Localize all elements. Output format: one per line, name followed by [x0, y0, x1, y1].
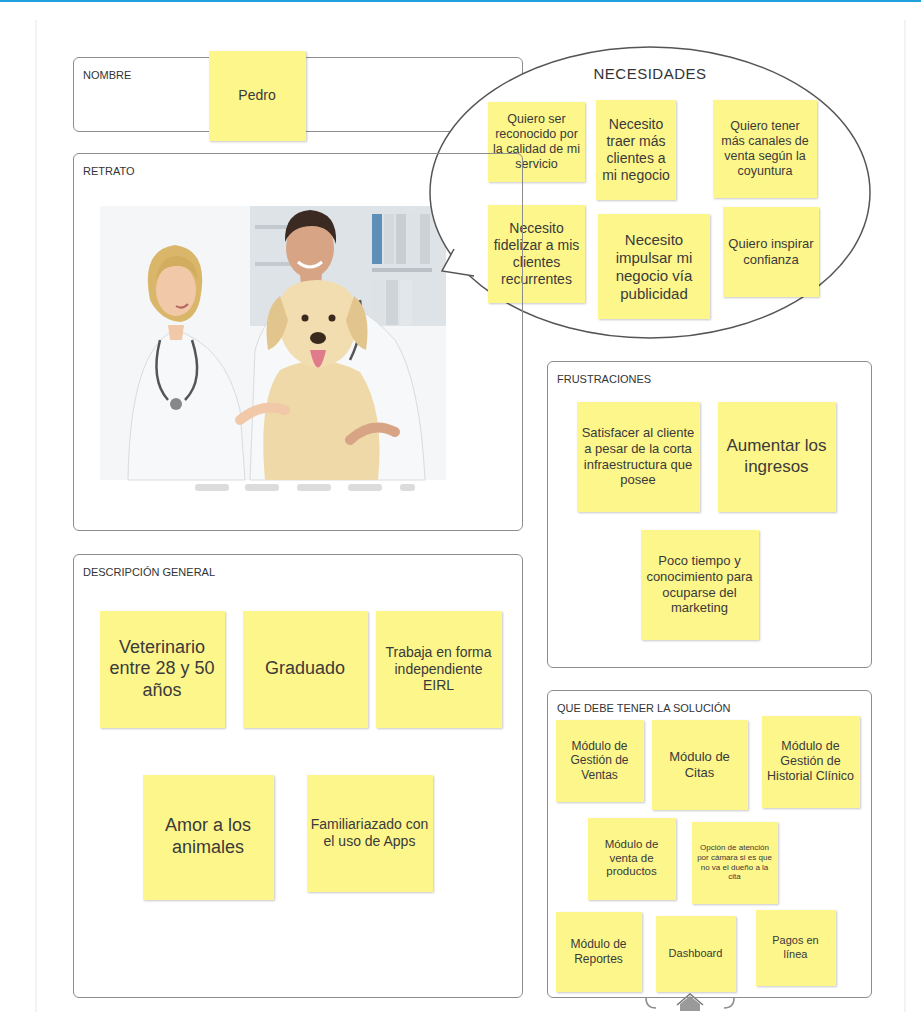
- sticky-text: Trabaja en forma independiente EIRL: [380, 644, 498, 694]
- sticky-text: Quiero tener más canales de venta según …: [717, 119, 813, 179]
- panel-title: RETRATO: [83, 165, 135, 177]
- sticky-note: Poco tiempo y conocimiento para ocuparse…: [641, 530, 759, 640]
- portrait-photo: [100, 206, 446, 491]
- sticky-text: Graduado: [265, 658, 345, 680]
- sticky-note: Necesito fidelizar a mis clientes recurr…: [488, 205, 585, 303]
- sticky-note: Opción de atención por cámara si es que …: [692, 822, 778, 904]
- panel-title: NECESIDADES: [428, 65, 872, 82]
- sticky-text: Opción de atención por cámara si es que …: [696, 843, 774, 881]
- panel-title: NOMBRE: [83, 69, 131, 81]
- sticky-note: Trabaja en forma independiente EIRL: [376, 611, 502, 728]
- sticky-text: Módulo de Citas: [656, 749, 744, 780]
- sticky-text: Módulo de venta de productos: [592, 838, 672, 879]
- canvas-panel: DESCRIPCIÓN GENERAL Veterinario entre 28 …: [73, 554, 523, 998]
- sticky-text: Amor a los animales: [147, 815, 270, 858]
- sticky-note: Dashboard: [656, 916, 736, 992]
- sticky-note: Módulo de Citas: [652, 720, 748, 810]
- sticky-text: Poco tiempo y conocimiento para ocuparse…: [645, 553, 755, 615]
- sticky-note: Satisfacer al cliente a pesar de la cort…: [577, 402, 700, 512]
- sticky-note: Veterinario entre 28 y 50 años: [100, 611, 225, 728]
- sticky-text: Módulo de Reportes: [560, 937, 638, 966]
- sticky-text: Aumentar los ingresos: [722, 436, 832, 477]
- canvas-panel: QUE DEBE TENER LA SOLUCIÓN Módulo de Gest…: [547, 690, 872, 998]
- panel-title: DESCRIPCIÓN GENERAL: [83, 566, 215, 578]
- panel-tail: [646, 994, 734, 1011]
- sticky-text: Pedro: [238, 87, 275, 104]
- sticky-note: Módulo de venta de productos: [588, 818, 676, 900]
- sticky-text: Veterinario entre 28 y 50 años: [104, 637, 221, 702]
- sticky-note: Quiero ser reconocido por la calidad de …: [488, 102, 585, 182]
- sticky-note: Pagos en línea: [756, 910, 836, 986]
- sticky-note: Quiero inspirar confianza: [723, 207, 819, 297]
- sticky-text: Módulo de Gestión de Historial Clínico: [766, 739, 856, 784]
- sticky-text: Pagos en línea: [760, 934, 832, 960]
- sticky-text: Quiero inspirar confianza: [727, 236, 815, 267]
- needs-bubble: NECESIDADES Quiero ser reconocido por la …: [428, 45, 872, 340]
- sticky-note: Necesito traer más clientes a mi negocio: [596, 100, 676, 200]
- sticky-text: Quiero ser reconocido por la calidad de …: [492, 112, 581, 172]
- panel-title: QUE DEBE TENER LA SOLUCIÓN: [557, 702, 730, 714]
- sticky-note: Amor a los animales: [143, 775, 274, 900]
- sticky-text: Familiariazado con el uso de Apps: [311, 816, 429, 850]
- sticky-text: Necesito traer más clientes a mi negocio: [600, 116, 672, 183]
- sticky-note: Módulo de Gestión de Historial Clínico: [762, 716, 860, 808]
- canvas-panel: FRUSTRACIONES Satisfacer al cliente a pes…: [547, 361, 872, 668]
- sticky-text: Necesito fidelizar a mis clientes recurr…: [492, 220, 581, 287]
- sticky-note: Pedro: [209, 51, 306, 141]
- sticky-text: Módulo de Gestión de Ventas: [560, 739, 640, 782]
- canvas-panel: NOMBRE Pedro: [73, 57, 523, 132]
- sticky-text: Satisfacer al cliente a pesar de la cort…: [581, 425, 696, 487]
- sticky-note: Módulo de Gestión de Ventas: [556, 720, 644, 802]
- sticky-note: Familiariazado con el uso de Apps: [307, 775, 433, 892]
- sticky-note: Necesito impulsar mi negocio vía publici…: [598, 214, 710, 319]
- sticky-note: Módulo de Reportes: [556, 912, 642, 992]
- sticky-text: Dashboard: [669, 947, 723, 960]
- panel-title: FRUSTRACIONES: [557, 373, 651, 385]
- sticky-note: Aumentar los ingresos: [718, 402, 836, 512]
- sticky-note: Graduado: [243, 611, 368, 728]
- sticky-text: Necesito impulsar mi negocio vía publici…: [602, 231, 706, 303]
- sticky-note: Quiero tener más canales de venta según …: [713, 100, 817, 198]
- canvas-panel: RETRATO: [73, 153, 523, 531]
